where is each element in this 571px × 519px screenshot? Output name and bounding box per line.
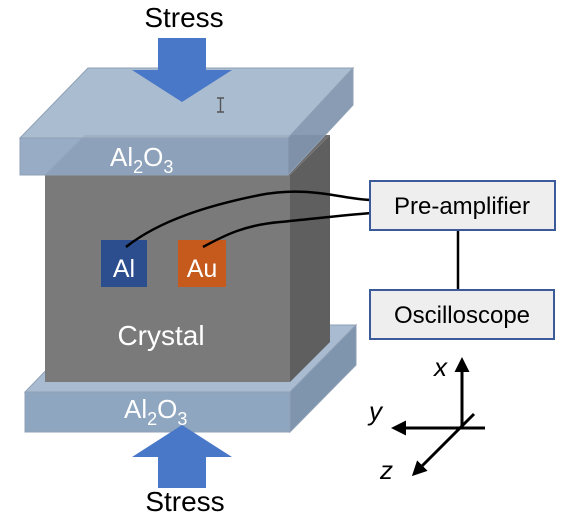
coordinate-axes (391, 357, 485, 477)
preamplifier-box (369, 180, 556, 231)
bottom-plate-label: Al2O3 (124, 394, 187, 429)
preamplifier-label: Pre-amplifier (394, 193, 530, 220)
z-axis-arrow (411, 412, 476, 477)
au-electrode-label: Au (187, 255, 218, 283)
stress-bottom-label: Stress (145, 486, 224, 517)
text-cursor-icon (217, 97, 224, 113)
au-electrode (178, 240, 226, 287)
wire-al (125, 190, 373, 248)
oscilloscope-box (369, 289, 555, 340)
stress-top-label: Stress (144, 2, 223, 33)
oscilloscope-label: Oscilloscope (394, 302, 530, 329)
wire-au (202, 211, 373, 249)
top-plate-label: Al2O3 (110, 142, 173, 177)
top-plate (18, 66, 355, 177)
stress-arrow-bottom (132, 425, 232, 488)
x-axis-label: x (432, 352, 448, 382)
al-electrode-label: Al (113, 255, 135, 283)
stress-arrow-top (132, 38, 232, 102)
y-axis-label: y (367, 396, 384, 426)
z-axis-label: z (379, 455, 393, 485)
crystal-label: Crystal (117, 320, 204, 351)
al-electrode (101, 240, 147, 287)
